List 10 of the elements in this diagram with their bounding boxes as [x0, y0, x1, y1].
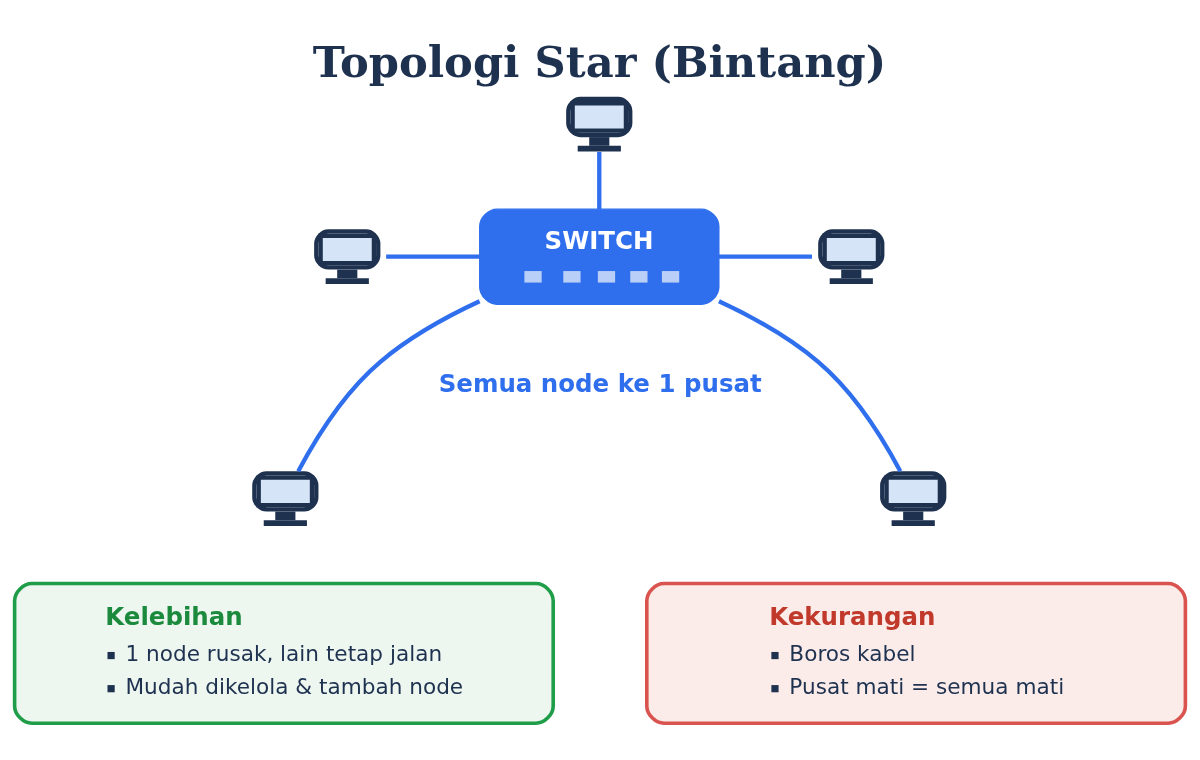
connector [597, 151, 602, 209]
connector [718, 298, 903, 472]
label: Semua node ke 1 pusat [438, 368, 762, 398]
diagram-title: Topologi Star (Bintang) [312, 35, 887, 87]
connector [718, 254, 812, 259]
node-box: SWITCH [479, 207, 720, 305]
connector [296, 298, 481, 472]
connector [386, 254, 480, 259]
node-box: Kelebihan 1 node rusak, lain tetap jalan Mudah dikelola & tambah node [12, 581, 555, 725]
node-box: Kekurangan Boros kabel Pusat mati = semua mati [645, 581, 1188, 725]
